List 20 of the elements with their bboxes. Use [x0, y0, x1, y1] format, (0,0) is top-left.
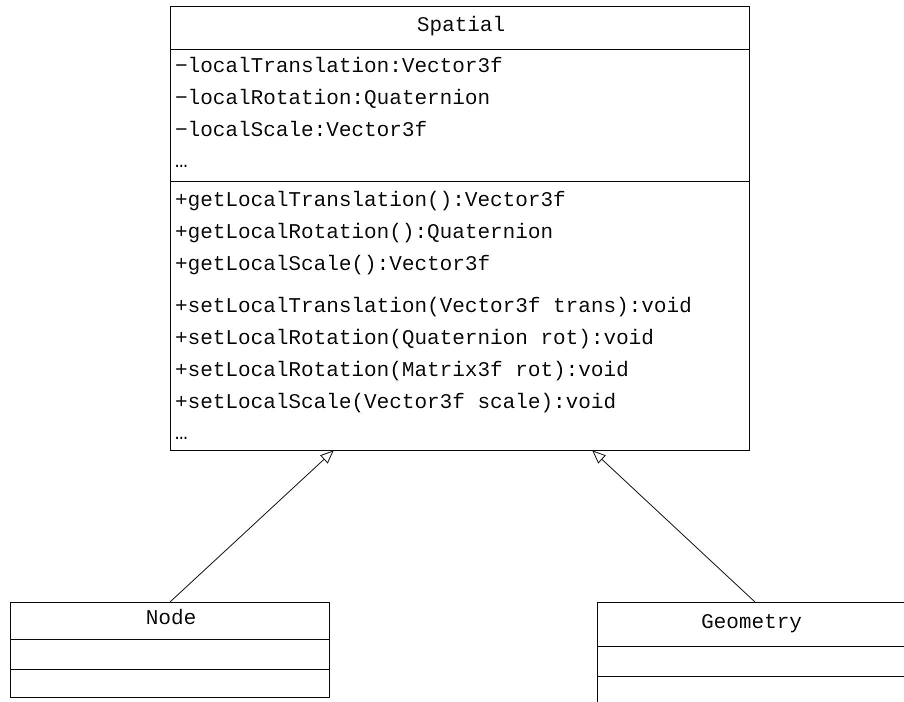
class-box: [597, 602, 904, 702]
class-name: Geometry: [700, 611, 803, 637]
inheritance-arrow: [592, 450, 756, 602]
class-box: [170, 6, 750, 451]
class-member: −localTranslation:Vector3f: [175, 55, 503, 81]
class-box: [10, 602, 330, 698]
class-member: −localRotation:Quaternion: [175, 87, 490, 113]
class-member: +getLocalScale():Vector3f: [175, 253, 490, 279]
class-member: +getLocalTranslation():Vector3f: [175, 189, 566, 215]
class-member: +setLocalRotation(Matrix3f rot):void: [175, 359, 629, 385]
class-name: Spatial: [416, 14, 506, 40]
ellipsis: …: [175, 150, 188, 176]
class-member: +setLocalScale(Vector3f scale):void: [175, 391, 616, 417]
class-member: −localScale:Vector3f: [175, 119, 428, 145]
class-member: +setLocalRotation(Quaternion rot):void: [175, 327, 654, 353]
class-member: +setLocalTranslation(Vector3f trans):void: [175, 295, 692, 321]
class-member: +getLocalRotation():Quaternion: [175, 221, 554, 247]
class-name: Node: [144, 607, 198, 633]
ellipsis: …: [175, 422, 188, 448]
inheritance-arrow: [170, 450, 334, 602]
